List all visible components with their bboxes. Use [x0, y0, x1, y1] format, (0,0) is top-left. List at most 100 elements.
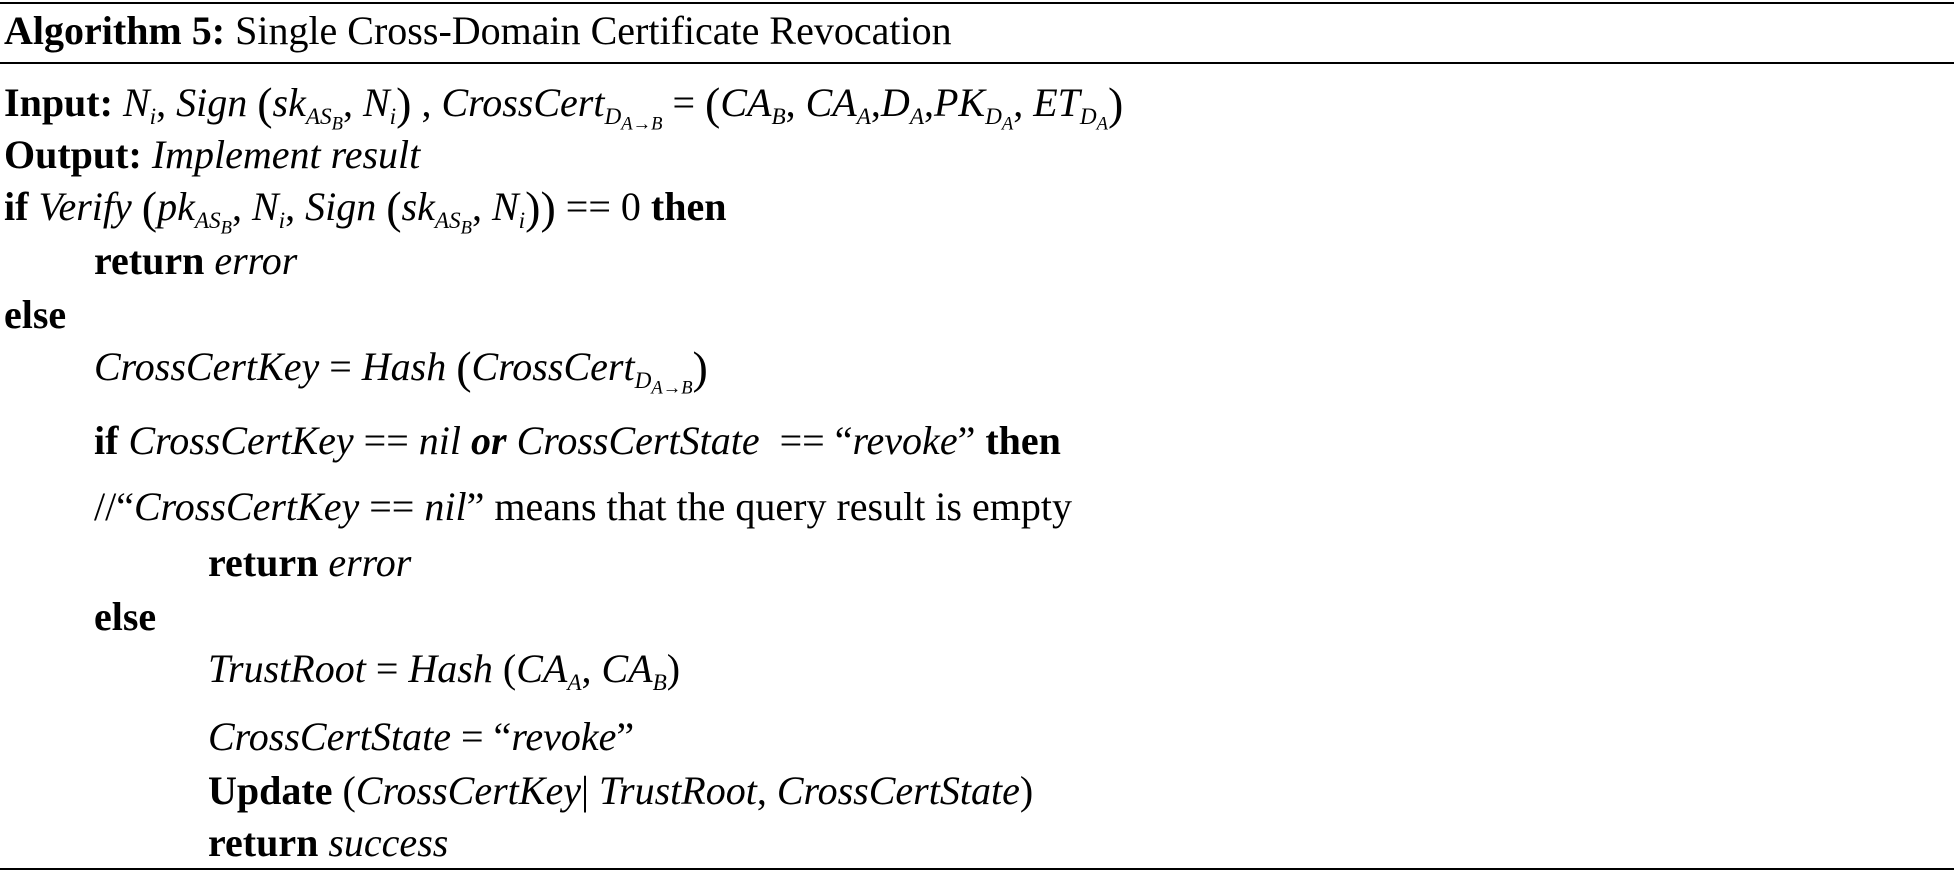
math-ca: CA — [601, 646, 653, 691]
return-error-line-2: return error — [208, 538, 411, 588]
math-hash: Hash — [361, 344, 447, 389]
math-d: D — [880, 80, 910, 125]
math-sk: sk — [401, 184, 435, 229]
math-n: N — [362, 80, 390, 125]
math-crosscertstate: CrossCertState — [516, 418, 760, 463]
or-keyword: or — [471, 418, 507, 463]
state-assign-line: CrossCertState = “revoke” — [208, 714, 635, 759]
sub-a: A — [1096, 113, 1108, 135]
math-sign: Sign — [305, 184, 377, 229]
then-keyword: then — [650, 184, 727, 229]
paren: ( — [386, 182, 402, 233]
comment-line: //“CrossCertKey == nil” means that the q… — [94, 484, 1072, 529]
math-crosscertkey: CrossCertKey — [128, 418, 354, 463]
paren: )) — [525, 182, 556, 233]
else-keyword: else — [4, 292, 67, 337]
math-crosscert: CrossCert — [471, 344, 635, 389]
paren: ( — [456, 342, 472, 393]
success-value: success — [328, 820, 449, 865]
sub-d: D — [985, 104, 1002, 131]
sub-b: B — [331, 113, 343, 135]
if-keyword: if — [4, 184, 29, 229]
sub-a: A — [909, 104, 924, 131]
math-crosscertstate: CrossCertState — [776, 768, 1020, 813]
return-keyword: return — [208, 540, 319, 585]
math-ca: CA — [805, 80, 857, 125]
return-keyword: return — [94, 238, 205, 283]
sub-d: D — [634, 368, 652, 395]
header-rule — [0, 62, 1954, 64]
sub-b: B — [220, 217, 232, 239]
sub-a: A — [567, 670, 582, 697]
math-crosscertkey: CrossCertKey — [355, 768, 581, 813]
paren: ) — [396, 78, 412, 129]
input-keyword: Input: — [4, 80, 113, 125]
output-line: Output: Implement result — [4, 130, 420, 180]
comment-prefix: // — [94, 484, 117, 529]
math-ca: CA — [516, 646, 568, 691]
verify-if-line: if Verify (pkASB, Ni, Sign (skASB, Ni)) … — [4, 182, 727, 239]
sub-i: i — [149, 104, 157, 131]
sub-a: A — [856, 104, 871, 131]
math-crosscertkey: CrossCertKey — [94, 344, 320, 389]
sub-a-to-b: A→B — [621, 113, 663, 135]
paren: ( — [141, 182, 158, 233]
return-keyword: return — [208, 820, 319, 865]
sub-i: i — [518, 208, 526, 235]
paren: ( — [705, 78, 721, 129]
sub-b: B — [460, 217, 472, 239]
math-hash: Hash — [408, 646, 493, 691]
update-keyword: Update — [208, 768, 333, 813]
error-value: error — [214, 238, 298, 283]
comment-tail: means that the query result is empty — [484, 484, 1072, 529]
math-sign: Sign — [176, 80, 248, 125]
algorithm-label: Algorithm 5: — [4, 8, 226, 53]
bottom-rule — [0, 868, 1954, 870]
math-n: N — [491, 184, 519, 229]
return-error-line: return error — [94, 236, 297, 286]
sub-as: AS — [305, 104, 332, 131]
math-pk: PK — [933, 80, 986, 125]
sub-d: D — [604, 104, 622, 131]
sub-as: AS — [434, 208, 461, 235]
algorithm-header: Algorithm 5: Single Cross-Domain Certifi… — [4, 6, 952, 56]
sub-as: AS — [194, 208, 221, 235]
paren: ( — [257, 78, 273, 129]
math-trustroot: TrustRoot — [599, 768, 757, 813]
sub-b: B — [652, 670, 667, 697]
error-value: error — [328, 540, 412, 585]
input-line: Input: Ni, Sign (skASB, Ni) , CrossCertD… — [4, 78, 1124, 135]
math-crosscert: CrossCert — [441, 80, 605, 125]
math-eq-zero: == 0 — [565, 184, 641, 229]
output-keyword: Output: — [4, 132, 142, 177]
math-ca: CA — [720, 80, 772, 125]
else-keyword: else — [94, 594, 157, 639]
sub-a: A — [1001, 113, 1014, 135]
output-value: Implement result — [151, 132, 421, 177]
math-nil: nil — [424, 484, 467, 529]
math-crosscertstate: CrossCertState — [208, 714, 451, 759]
math-revoke: revoke — [852, 418, 958, 463]
if-keyword: if — [94, 418, 119, 463]
hash-line: CrossCertKey = Hash (CrossCertDA→B) — [94, 342, 708, 399]
math-nil: nil — [418, 418, 461, 463]
sub-i: i — [278, 208, 286, 235]
math-sk: sk — [272, 80, 306, 125]
math-n: N — [251, 184, 279, 229]
math-n: N — [122, 80, 150, 125]
paren: ) — [692, 342, 708, 393]
math-trustroot: TrustRoot — [208, 646, 366, 691]
sub-b: B — [771, 104, 786, 131]
sub-a-to-b: A→B — [651, 377, 693, 399]
then-keyword: then — [985, 418, 1061, 463]
sub-d: D — [1079, 104, 1097, 131]
return-success-line: return success — [208, 818, 448, 868]
paren: ) — [1107, 78, 1124, 129]
math-et: ET — [1033, 80, 1080, 125]
sub-i: i — [389, 104, 397, 131]
else-line: else — [4, 290, 66, 340]
else-line-2: else — [94, 592, 156, 642]
math-pk-lower: pk — [157, 184, 195, 229]
update-line: Update (CrossCertKey| TrustRoot, CrossCe… — [208, 768, 1034, 813]
math-verify: Verify — [38, 184, 132, 229]
